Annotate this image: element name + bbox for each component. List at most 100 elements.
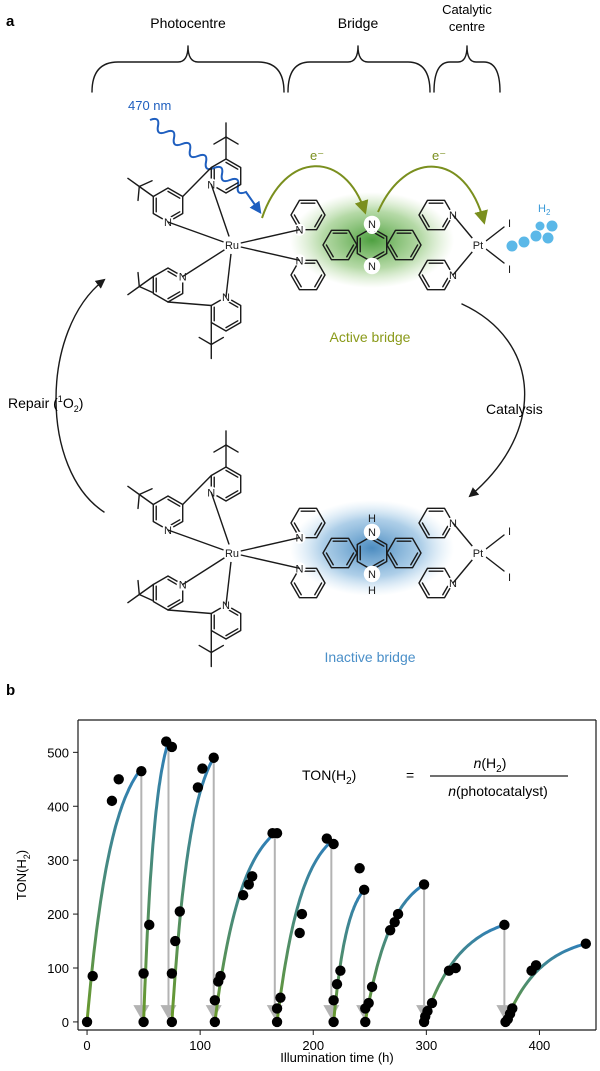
bpy-top-link [182, 166, 212, 198]
bridge-ring-5 [386, 229, 422, 261]
ton-formula: TON(H2) = n(H2) n(photocatalyst) [302, 755, 568, 799]
tbu-4-methyl-1 [198, 336, 212, 346]
drop-arrowhead-4 [323, 1005, 340, 1020]
ru-bridge-bond-2 [231, 552, 301, 569]
h2-label: H2 [538, 203, 551, 217]
bridge-ring-7 [418, 259, 454, 291]
bridge-ring-5-double-bond [389, 552, 398, 566]
y-tick-label: 0 [62, 1015, 69, 1030]
data-point [192, 782, 204, 793]
h2-bubbles [506, 220, 558, 252]
data-point [392, 908, 404, 920]
ru-n-bond-1 [210, 183, 233, 246]
electron-label-1: e⁻ [310, 148, 324, 163]
data-point [328, 995, 339, 1006]
tbu-2-methyl-2 [213, 444, 227, 453]
section-catalytic-line1: Catalytic [442, 2, 492, 17]
bridge-ring-3-double-bond [346, 552, 355, 566]
bridge-ring-5-double-bond [410, 244, 419, 258]
platinum-atom: Pt [473, 240, 483, 252]
x-tick-label: 300 [415, 1038, 437, 1053]
data-point [136, 766, 147, 777]
cycle-curve-4 [275, 840, 333, 1023]
bridge-ring-1-double-bond [314, 214, 323, 228]
bridge-ring-2-n-atom: N [296, 563, 304, 575]
bpy-bot-right-ring-n-atom: N [222, 600, 230, 612]
data-point [358, 884, 370, 896]
data-point [208, 752, 219, 763]
data-point [170, 935, 181, 947]
bridge-ring-3-double-bond [325, 244, 334, 258]
bpy-top-left-ring-double-bond [167, 190, 181, 199]
formula-numerator: n(H2) [474, 755, 507, 775]
data-point [197, 763, 208, 774]
bridge-ring-3-double-bond [325, 552, 334, 566]
x-tick-label: 400 [529, 1038, 551, 1053]
tbu-3-methyl-2 [138, 593, 153, 601]
cycle-curve-3 [213, 832, 276, 1023]
bridge-ring-7-n-atom: N [449, 578, 457, 590]
data-point [426, 997, 438, 1009]
bridge-ring-2-double-bond [293, 582, 302, 596]
iodide-1: I [508, 526, 511, 538]
data-point [209, 995, 221, 1006]
pt-i-bond-1 [485, 534, 505, 550]
ruthenium-atom-bg [223, 544, 241, 562]
bpy-top-right-ring-double-bond [225, 161, 239, 170]
bridge-ring-2-double-bond [314, 274, 323, 288]
data-point [271, 1016, 283, 1028]
data-point [366, 981, 378, 993]
electron-arrow-1 [261, 165, 369, 219]
bridge-ring-2-double-bond [293, 274, 302, 288]
pyrazine-n-top: N [368, 219, 376, 231]
bridge-ring-4-double-bond [371, 251, 385, 260]
tbu-3-methyl-2 [138, 285, 153, 293]
cycle-curve-1 [142, 741, 170, 1022]
bridge-ring-5 [386, 537, 422, 569]
data-point [166, 968, 178, 979]
data-point [580, 938, 592, 949]
bridge-ring-5-double-bond [389, 244, 398, 258]
x-tick-label: 0 [83, 1038, 90, 1053]
data-point [246, 871, 258, 882]
bridge-ring-4-double-bond [371, 538, 385, 547]
bpy-top-left-ring-n-atom: N [164, 525, 172, 537]
tbu-1-methyl-1 [138, 488, 153, 496]
y-axis-label: TON(H2) [14, 850, 32, 900]
panel-a: a Photocentre Bridge Catalytic centre 47… [6, 2, 558, 668]
ru-n-bond-0 [167, 529, 233, 554]
bridge-ring-2-double-bond [314, 582, 323, 596]
ru-bridge-bond-2 [231, 244, 301, 261]
bpy-bot-right-ring-n-atom: N [222, 292, 230, 304]
data-point [113, 774, 124, 785]
bridge-ring-1-n-atom: N [296, 225, 304, 237]
pt-i-bond-1 [485, 226, 505, 242]
bridge-ring-6-double-bond [421, 522, 430, 536]
pyrazine-n-top: N [368, 527, 376, 539]
bridge-ring-2 [290, 567, 326, 599]
bridge-ring-1 [290, 507, 326, 539]
cycle-curve-8 [504, 942, 587, 1023]
data-point [243, 879, 254, 890]
tbu-4-methyl-2 [210, 336, 225, 346]
data-point [237, 890, 249, 901]
bridge-ring-7 [418, 567, 454, 599]
bridge-ring-1 [290, 199, 326, 231]
data-point [271, 828, 283, 839]
bridge-ring-3 [322, 229, 358, 261]
ruthenium-atom: Ru [225, 240, 239, 252]
formula-denominator: n(photocatalyst) [448, 783, 548, 799]
data-point [418, 879, 430, 890]
bpy-bot-left-ring-n-atom: N [179, 580, 187, 592]
iodide-2: I [508, 572, 511, 584]
pyrazine-n-top-bg [363, 523, 381, 541]
tbu-2-methyl-2 [213, 136, 227, 145]
bridge-ring-4-double-bond [371, 559, 385, 568]
tbu-1-methyl-0 [127, 485, 140, 496]
data-point [81, 1016, 93, 1028]
data-point [296, 908, 308, 920]
ruthenium-atom: Ru [225, 548, 239, 560]
